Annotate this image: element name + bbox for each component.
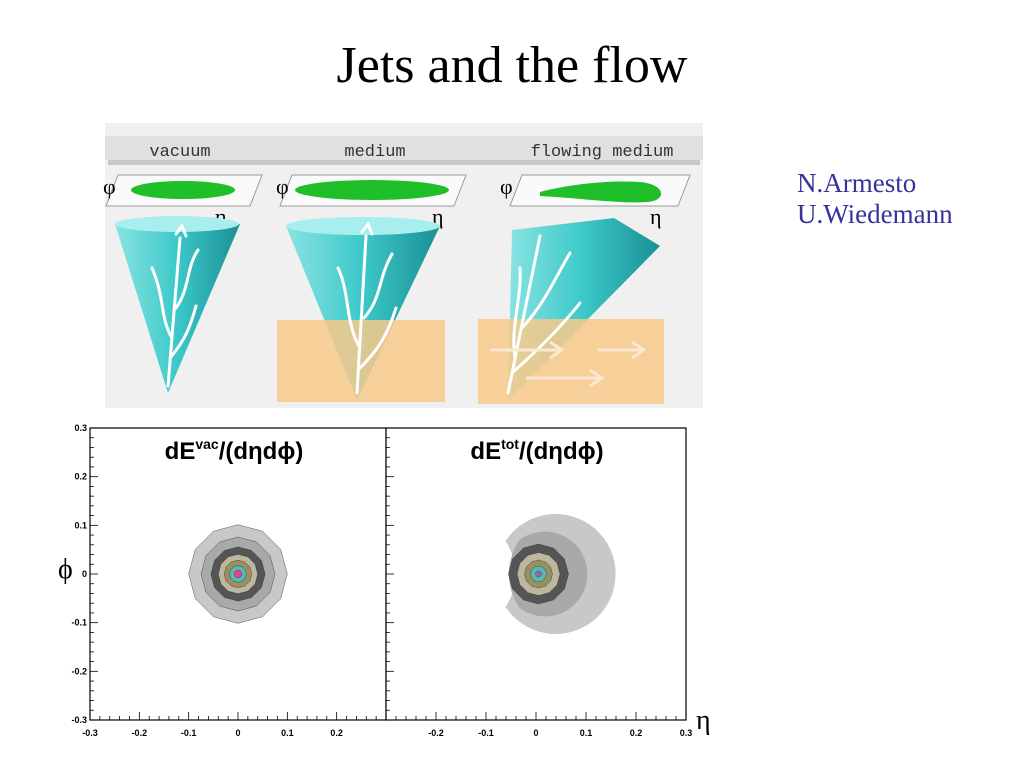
parton-shower — [506, 234, 582, 395]
x-tick-label: 0.1 — [281, 728, 294, 738]
eta-label: η — [650, 204, 662, 229]
jet-cartoon: vacuum medium flowing medium φ η φ η — [103, 123, 703, 408]
phi-label: φ — [500, 174, 513, 199]
eta-label: η — [432, 204, 444, 229]
y-tick-label: 0.1 — [74, 520, 87, 530]
x-axis-label: η — [696, 705, 711, 736]
contour-plots: 0.3 0.2 0.1 0 -0.1 -0.2 -0.3 -0.3 -0.2 -0.1 0 0.1 0.… — [58, 423, 711, 738]
medium-block — [478, 319, 664, 404]
panel-title-right: dEtot/(dηdϕ) — [470, 436, 603, 465]
flow-arrows — [490, 340, 647, 388]
header-rule — [108, 160, 700, 165]
title-sup: vac — [195, 436, 219, 452]
flowing-medium-panel: φ η — [478, 174, 691, 404]
x-tick-label: -0.2 — [428, 728, 444, 738]
title-sup: tot — [501, 436, 519, 452]
jet-cone — [115, 224, 240, 393]
x-tick-label: 0 — [235, 728, 240, 738]
cone-rim — [286, 217, 440, 235]
y-tick-label: 0.3 — [74, 423, 87, 433]
cartoon-header-band — [105, 136, 703, 160]
jet-profile — [131, 181, 235, 199]
y-tick-label: -0.3 — [71, 715, 87, 725]
y-tick-label: -0.2 — [71, 666, 87, 676]
x-tick-label: 0.2 — [630, 728, 643, 738]
panel-right: -0.2 -0.1 0 0.1 0.2 0.3 — [385, 427, 693, 738]
label-vacuum: vacuum — [149, 143, 210, 162]
title-base: dE — [470, 438, 501, 465]
x-tick-label: -0.3 — [82, 728, 98, 738]
contour-level-7 — [233, 569, 243, 579]
x-tick-label: 0.2 — [330, 728, 343, 738]
label-flowing-medium: flowing medium — [531, 143, 674, 162]
x-tick-label: 0.3 — [680, 728, 693, 738]
jet-profile — [295, 180, 449, 200]
authors: N.Armesto U.Wiedemann — [797, 168, 953, 230]
panel-title-left: dEvac/(dηdϕ) — [165, 436, 304, 465]
x-tick-label: -0.1 — [478, 728, 494, 738]
y-tick-label: 0.2 — [74, 472, 87, 482]
contour-level-7 — [535, 570, 542, 578]
label-medium: medium — [344, 143, 405, 162]
parton-shower — [150, 222, 200, 388]
y-tick-label: -0.1 — [71, 618, 87, 628]
y-tick-label: 0 — [82, 569, 87, 579]
y-axis-label: ϕ — [58, 554, 73, 585]
x-tick-label: 0 — [533, 728, 538, 738]
phi-label: φ — [103, 174, 116, 199]
x-tick-label: 0.1 — [580, 728, 593, 738]
title-tail: /(dηdϕ) — [219, 438, 304, 465]
title-tail: /(dηdϕ) — [519, 438, 604, 465]
phi-label: φ — [276, 174, 289, 199]
vacuum-panel: φ η — [103, 174, 263, 393]
medium-panel: φ η — [276, 174, 467, 402]
cone-rim — [115, 216, 239, 232]
parton-shower — [336, 220, 398, 395]
author-1: N.Armesto — [797, 168, 917, 198]
x-tick-label: -0.2 — [132, 728, 148, 738]
x-tick-label: -0.1 — [181, 728, 197, 738]
slide-title: Jets and the flow — [336, 37, 688, 94]
jet-profile — [540, 181, 662, 203]
author-2: U.Wiedemann — [797, 199, 953, 229]
title-base: dE — [165, 438, 196, 465]
eta-label: η — [215, 204, 227, 229]
panel-left: 0.3 0.2 0.1 0 -0.1 -0.2 -0.3 -0.3 -0.2 -0.1 0 0.1 0.… — [71, 423, 387, 738]
